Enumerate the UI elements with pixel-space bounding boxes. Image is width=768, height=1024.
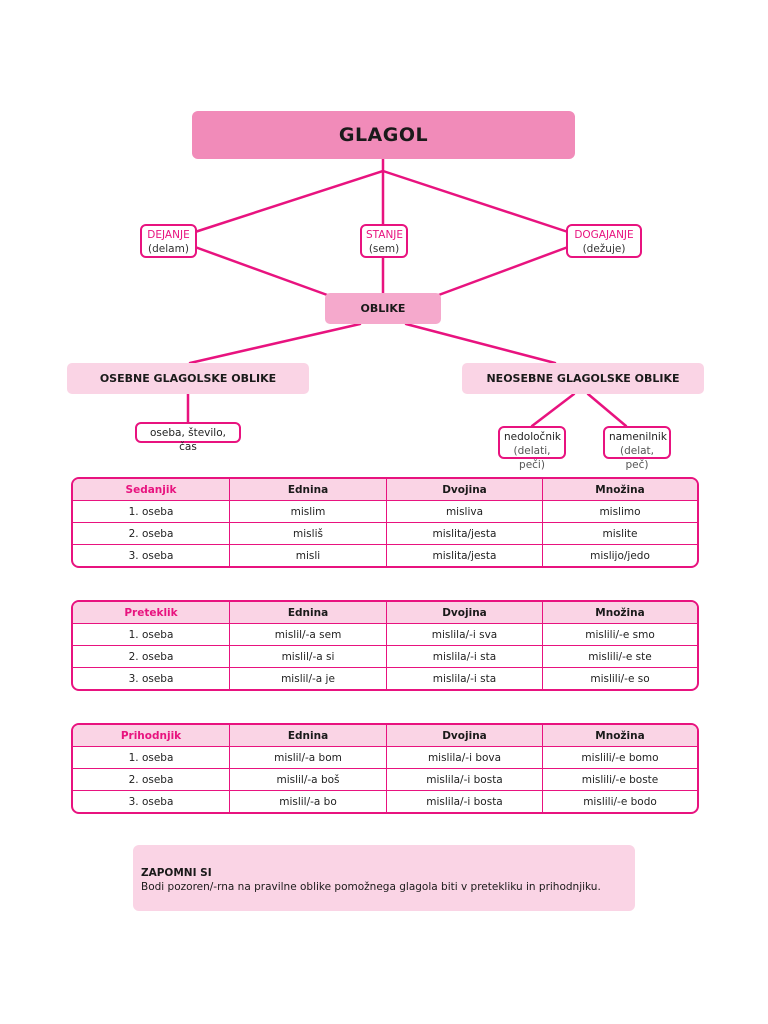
nedolocnik-example: (delati, peči): [513, 445, 551, 471]
category-label: DEJANJE: [147, 229, 190, 241]
table-row: 3. oseba misli mislita/jesta mislijo/jed…: [73, 545, 697, 566]
table-cell: 1. oseba: [73, 501, 230, 523]
table-cell: mislila/-i sva: [387, 624, 543, 646]
note-box: ZAPOMNI SI Bodi pozoren/-rna na pravilne…: [133, 845, 635, 911]
osebne-oblike-node: OSEBNE GLAGOLSKE OBLIKE: [67, 363, 309, 394]
table-row: 3. oseba mislil/-a bo mislila/-i bosta m…: [73, 791, 697, 812]
table-cell: 3. oseba: [73, 668, 230, 689]
table-row: 2. oseba mislil/-a si mislila/-i sta mis…: [73, 646, 697, 668]
table-prihodnjik: Prihodnjik Ednina Dvojina Množina 1. ose…: [71, 723, 699, 814]
table-cell: mislita/jesta: [387, 545, 543, 566]
namenilnik-example: (delat, peč): [619, 445, 655, 471]
table-cell: 2. oseba: [73, 523, 230, 545]
table-cell: 1. oseba: [73, 747, 230, 769]
table-cell: mislila/-i sta: [387, 668, 543, 689]
column-header: Množina: [543, 479, 697, 501]
table-cell: mislila/-i bova: [387, 747, 543, 769]
table-row: 3. oseba mislil/-a je mislila/-i sta mis…: [73, 668, 697, 689]
tense-label: Sedanjik: [73, 479, 230, 501]
nedolocnik-node: nedoločnik (delati, peči): [498, 426, 566, 471]
table-cell: mislite: [543, 523, 697, 545]
column-header: Ednina: [230, 479, 387, 501]
note-heading: ZAPOMNI SI: [141, 867, 212, 879]
table-cell: mislil/-a je: [230, 668, 387, 689]
table-cell: mislil/-a boš: [230, 769, 387, 791]
category-dogajanje: DOGAJANJE (dežuje): [566, 224, 642, 258]
table-header-row: Sedanjik Ednina Dvojina Množina: [73, 479, 697, 501]
category-example: (dežuje): [582, 243, 626, 255]
table-cell: mislim: [230, 501, 387, 523]
table-cell: 2. oseba: [73, 646, 230, 668]
table-row: 1. oseba mislil/-a sem mislila/-i sva mi…: [73, 624, 697, 646]
oblike-node: OBLIKE: [325, 293, 441, 324]
column-header: Ednina: [230, 725, 387, 747]
category-dejanje: DEJANJE (delam): [140, 224, 197, 258]
table-cell: mislimo: [543, 501, 697, 523]
table-cell: mislila/-i sta: [387, 646, 543, 668]
table-cell: 3. oseba: [73, 545, 230, 566]
table-header-row: Prihodnjik Ednina Dvojina Množina: [73, 725, 697, 747]
neosebne-oblike-node: NEOSEBNE GLAGOLSKE OBLIKE: [462, 363, 704, 394]
table-cell: mislila/-i bosta: [387, 769, 543, 791]
osebne-detail: oseba, število, čas: [135, 422, 241, 453]
note-text: Bodi pozoren/-rna na pravilne oblike pom…: [141, 881, 601, 893]
table-cell: mislili/-e bodo: [583, 795, 657, 808]
column-header: Dvojina: [387, 479, 543, 501]
table-preteklik: Preteklik Ednina Dvojina Množina 1. oseb…: [71, 600, 699, 691]
osebne-detail-text: oseba, število, čas: [150, 427, 226, 453]
table-cell: mislil/-a si: [230, 646, 387, 668]
table-row: 2. oseba mislil/-a boš mislila/-i bosta …: [73, 769, 697, 791]
table-row: 1. oseba mislil/-a bom mislila/-i bova m…: [73, 747, 697, 769]
table-cell: misli: [230, 545, 387, 566]
table-cell: mislila/-i bosta: [387, 791, 543, 812]
table-cell: mislili/-e bomo: [543, 747, 697, 769]
table-cell: mislili/-e smo: [543, 624, 697, 646]
namenilnik-node: namenilnik (delat, peč): [603, 426, 671, 471]
category-example: (sem): [368, 243, 400, 255]
table-header-row: Preteklik Ednina Dvojina Množina: [73, 602, 697, 624]
table-cell: mislijo/jedo: [590, 549, 650, 562]
category-label: DOGAJANJE: [574, 229, 634, 241]
namenilnik-label: namenilnik: [609, 431, 667, 443]
table-row: 1. oseba mislim misliva mislimo: [73, 501, 697, 523]
column-header: Množina: [543, 602, 697, 624]
title-glagol: GLAGOL: [192, 111, 575, 159]
table-row: 2. oseba misliš mislita/jesta mislite: [73, 523, 697, 545]
tense-label: Preteklik: [73, 602, 230, 624]
column-header: Dvojina: [387, 725, 543, 747]
table-cell: 1. oseba: [73, 624, 230, 646]
category-example: (delam): [148, 243, 189, 255]
column-header: Ednina: [230, 602, 387, 624]
table-cell: mislil/-a sem: [230, 624, 387, 646]
table-sedanjik: Sedanjik Ednina Dvojina Množina 1. oseba…: [71, 477, 699, 568]
table-cell: mislili/-e so: [590, 672, 650, 685]
column-header: Dvojina: [387, 602, 543, 624]
column-header: Množina: [543, 725, 697, 747]
table-cell: 3. oseba: [73, 791, 230, 812]
table-cell: 2. oseba: [73, 769, 230, 791]
table-cell: mislil/-a bom: [230, 747, 387, 769]
table-cell: mislil/-a bo: [230, 791, 387, 812]
table-cell: mislita/jesta: [387, 523, 543, 545]
category-label: STANJE: [366, 229, 404, 241]
table-cell: mislili/-e boste: [543, 769, 697, 791]
table-cell: misliš: [230, 523, 387, 545]
nedolocnik-label: nedoločnik: [504, 431, 561, 443]
table-cell: misliva: [387, 501, 543, 523]
table-cell: mislili/-e ste: [543, 646, 697, 668]
category-stanje: STANJE (sem): [360, 224, 408, 258]
tense-label: Prihodnjik: [73, 725, 230, 747]
